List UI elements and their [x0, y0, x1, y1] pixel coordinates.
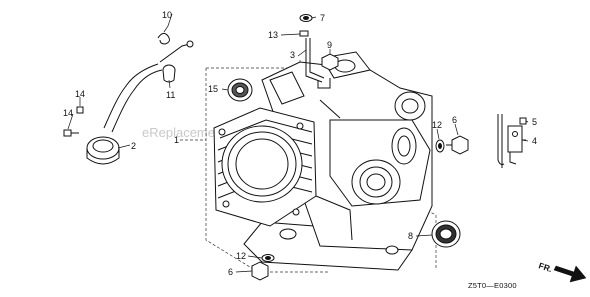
breather-tube-part[interactable]: [305, 38, 331, 89]
drain-bolt-part-6b[interactable]: [251, 261, 269, 281]
direction-label: FR.: [537, 260, 553, 274]
grommet-part[interactable]: [162, 64, 176, 83]
callout-3: 3: [290, 50, 295, 60]
drain-bolt-part-6a[interactable]: [446, 135, 469, 155]
oil-filler-pipe-part[interactable]: [86, 40, 194, 165]
callout-12a: 12: [432, 120, 442, 130]
callout-1: 1: [174, 135, 179, 145]
callout-13: 13: [268, 30, 278, 40]
callout-7: 7: [320, 13, 325, 23]
wire-clip-part[interactable]: [157, 32, 170, 45]
callout-12b: 12: [236, 251, 246, 261]
bolt-part-14a[interactable]: [76, 106, 84, 114]
callout-5: 5: [532, 117, 537, 127]
callout-10: 10: [162, 10, 172, 20]
callout-6b: 6: [228, 267, 233, 277]
nut-part-9[interactable]: [321, 53, 339, 71]
arrow-right-icon: [553, 265, 587, 283]
bolt-part-14b[interactable]: [63, 129, 79, 137]
callout-8: 8: [408, 231, 413, 241]
oil-seal-part[interactable]: [431, 220, 461, 248]
callout-11: 11: [166, 90, 175, 100]
washer-part-7[interactable]: [299, 14, 313, 22]
washer-part-12a[interactable]: [435, 139, 445, 153]
front-direction-arrow: FR.: [537, 260, 587, 283]
callout-14a: 14: [75, 89, 85, 99]
bearing-part[interactable]: [227, 78, 253, 102]
callout-2: 2: [131, 141, 136, 151]
callout-15: 15: [208, 84, 218, 94]
callout-14b: 14: [63, 108, 73, 118]
callout-6a: 6: [452, 115, 457, 125]
leader-lines: [67, 13, 529, 273]
callout-4: 4: [532, 136, 537, 146]
oil-level-switch-part[interactable]: [497, 114, 526, 168]
clip-part-13[interactable]: [299, 30, 309, 37]
callout-9: 9: [327, 40, 332, 50]
crankcase-body[interactable]: [213, 51, 433, 271]
bolt-part-5[interactable]: [519, 117, 527, 125]
washer-part-12b[interactable]: [261, 254, 275, 262]
callout-labels: 10 11 2 1 14 14 15 13 3 7 9 12 6 5 4 8 1…: [63, 10, 537, 277]
drawing-code: Z5T0—E0300: [468, 281, 517, 290]
